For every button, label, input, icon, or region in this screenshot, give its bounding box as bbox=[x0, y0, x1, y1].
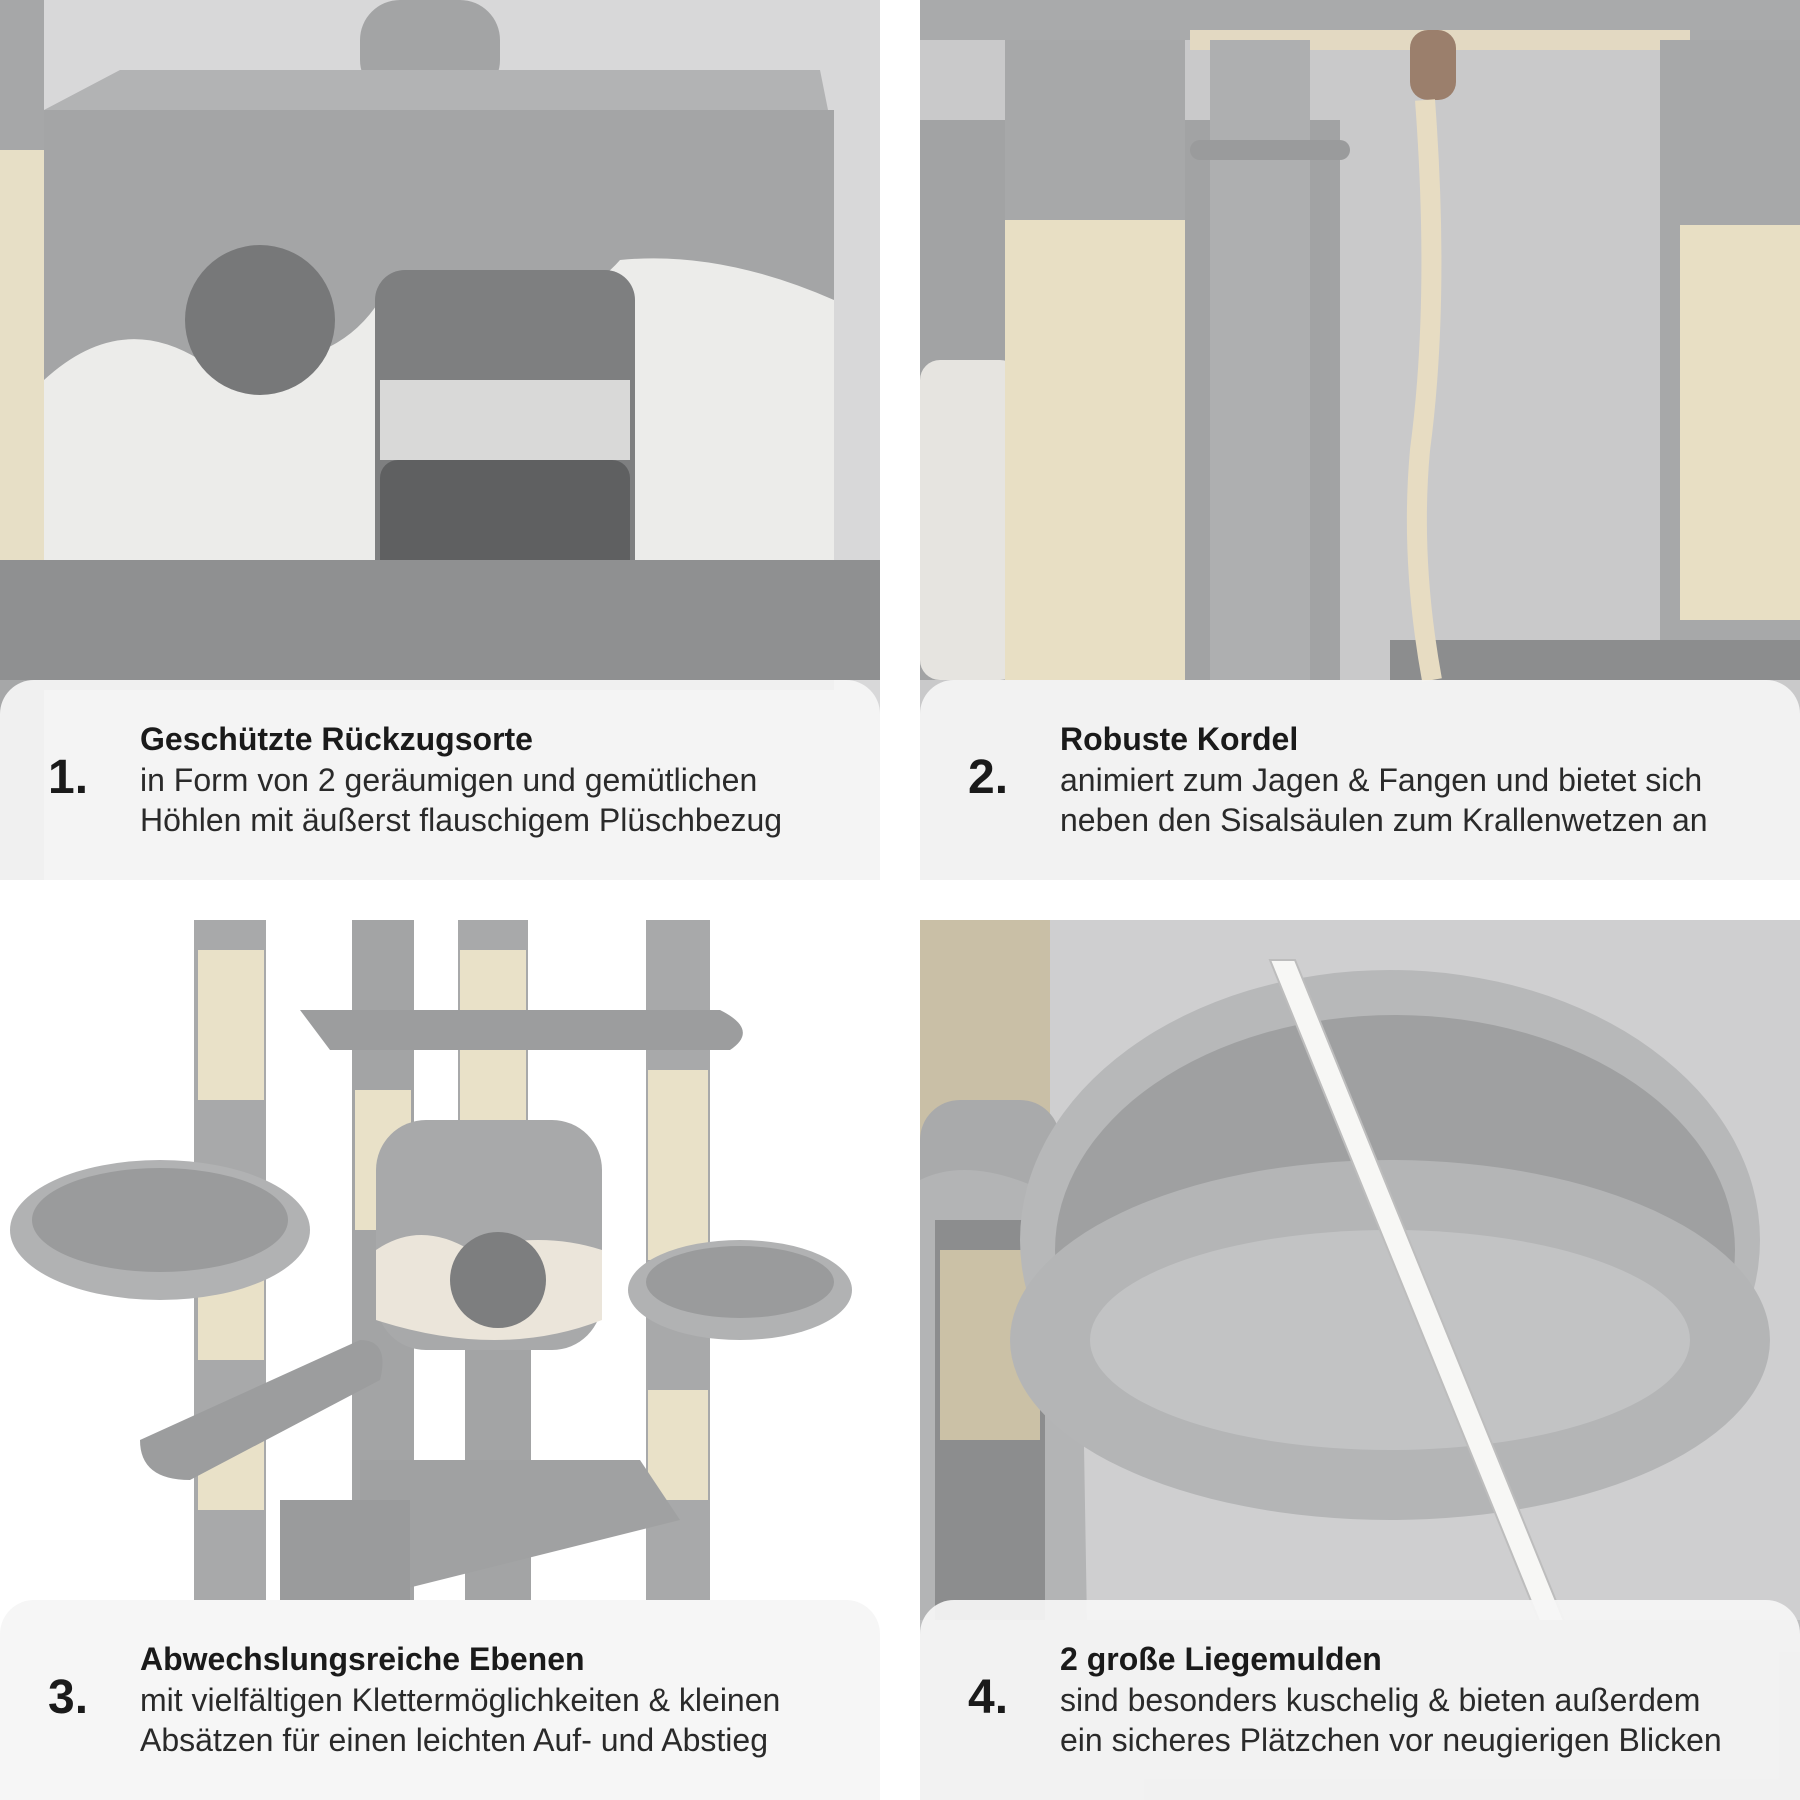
feature-tile-1: 1. Geschützte Rückzugsorte in Form von 2… bbox=[0, 0, 880, 880]
cat-cave-photo bbox=[0, 0, 880, 880]
feature-text: 2 große Liegemulden sind besonders kusch… bbox=[1060, 1638, 1780, 1760]
feature-number: 3. bbox=[48, 1671, 89, 1724]
feature-tile-3: 3. Abwechslungsreiche Ebenen mit vielfäl… bbox=[0, 920, 880, 1800]
feature-number: 4. bbox=[968, 1671, 1009, 1724]
feature-number: 2. bbox=[968, 751, 1009, 804]
feature-text: Geschützte Rückzugsorte in Form von 2 ge… bbox=[140, 718, 860, 840]
feature-caption-4: 4. 2 große Liegemulden sind besonders ku… bbox=[920, 1600, 1800, 1800]
feature-description-line: sind besonders kuschelig & bieten außerd… bbox=[1060, 1682, 1701, 1718]
feature-text: Robuste Kordel animiert zum Jagen & Fang… bbox=[1060, 718, 1780, 840]
feature-title: Abwechslungsreiche Ebenen bbox=[140, 1641, 585, 1677]
feature-tile-2: 2. Robuste Kordel animiert zum Jagen & F… bbox=[920, 0, 1800, 880]
feature-description-line: neben den Sisalsäulen zum Krallenwetzen … bbox=[1060, 802, 1708, 838]
feature-description-line: mit vielfältigen Klettermöglichkeiten & … bbox=[140, 1682, 781, 1718]
feature-caption-2: 2. Robuste Kordel animiert zum Jagen & F… bbox=[920, 680, 1800, 880]
feature-description-line: in Form von 2 geräumigen und gemütlichen bbox=[140, 762, 758, 798]
feature-title: Geschützte Rückzugsorte bbox=[140, 721, 533, 757]
feature-description-line: ein sicheres Plätzchen vor neugierigen B… bbox=[1060, 1722, 1722, 1758]
feature-tile-4: 4. 2 große Liegemulden sind besonders ku… bbox=[920, 920, 1800, 1800]
feature-description-line: Absätzen für einen leichten Auf- und Abs… bbox=[140, 1722, 768, 1758]
feature-caption-1: 1. Geschützte Rückzugsorte in Form von 2… bbox=[0, 680, 880, 880]
feature-text: Abwechslungsreiche Ebenen mit vielfältig… bbox=[140, 1638, 860, 1760]
feature-title: Robuste Kordel bbox=[1060, 721, 1299, 757]
feature-number: 1. bbox=[48, 751, 89, 804]
feature-caption-3: 3. Abwechslungsreiche Ebenen mit vielfäl… bbox=[0, 1600, 880, 1800]
feature-description-line: animiert zum Jagen & Fangen und bietet s… bbox=[1060, 762, 1703, 798]
feature-title: 2 große Liegemulden bbox=[1060, 1641, 1382, 1677]
feature-description-line: Höhlen mit äußerst flauschigem Plüschbez… bbox=[140, 802, 783, 838]
